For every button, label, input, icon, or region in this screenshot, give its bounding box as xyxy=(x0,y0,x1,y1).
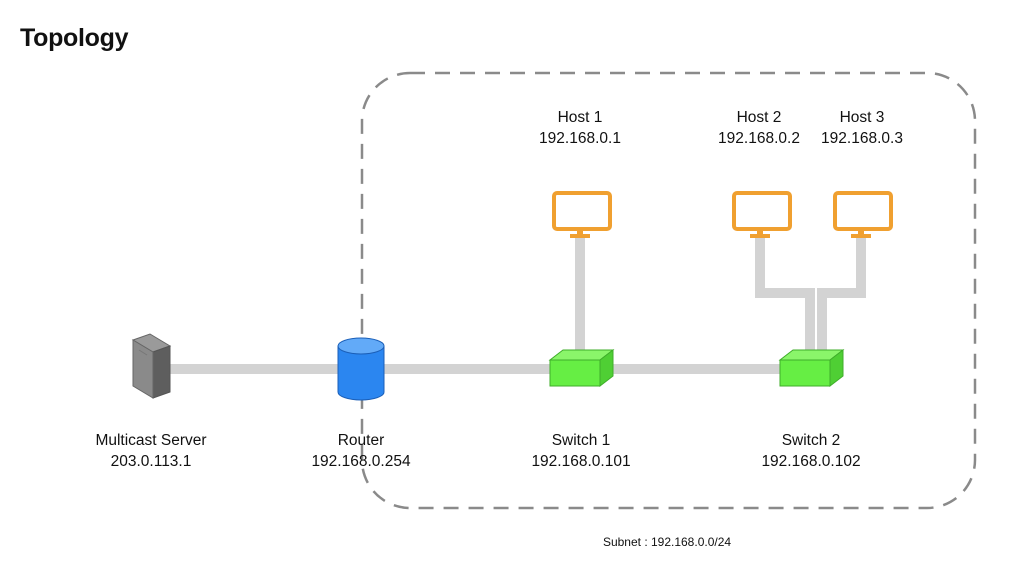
switch2-label: Switch 2 192.168.0.102 xyxy=(761,430,860,472)
router-name: Router xyxy=(337,432,385,449)
links xyxy=(170,238,866,374)
switch1-ip: 192.168.0.101 xyxy=(531,453,631,470)
switch2-name: Switch 2 xyxy=(781,432,841,449)
server-label: Multicast Server 203.0.113.1 xyxy=(95,430,206,472)
switch2-ip: 192.168.0.102 xyxy=(761,453,861,470)
page-title: Topology xyxy=(20,24,129,52)
server-icon[interactable] xyxy=(131,333,172,399)
switch1-label: Switch 1 192.168.0.101 xyxy=(531,430,630,472)
switch2-icon[interactable] xyxy=(778,348,845,388)
subnet-boundary xyxy=(360,71,977,510)
router-icon[interactable] xyxy=(337,337,385,401)
router-ip: 192.168.0.254 xyxy=(311,453,411,470)
host2-label: Host 2 192.168.0.2 xyxy=(718,107,800,149)
link-switch2-host2 xyxy=(755,238,815,350)
router-label: Router 192.168.0.254 xyxy=(311,430,410,472)
host1-ip: 192.168.0.1 xyxy=(539,130,621,147)
server-ip: 203.0.113.1 xyxy=(110,453,192,470)
host3-monitor-icon[interactable] xyxy=(833,191,893,238)
subnet-label: Subnet : 192.168.0.0/24 xyxy=(602,535,732,549)
switch1-icon[interactable] xyxy=(548,348,615,388)
host1-label: Host 1 192.168.0.1 xyxy=(539,107,621,149)
host2-monitor-icon[interactable] xyxy=(732,191,792,238)
switch1-name: Switch 1 xyxy=(551,432,611,449)
host1-monitor-icon[interactable] xyxy=(552,191,612,238)
host2-ip: 192.168.0.2 xyxy=(718,130,800,147)
link-switch2-host3 xyxy=(817,238,866,350)
host2-name: Host 2 xyxy=(736,109,782,126)
host1-name: Host 1 xyxy=(557,109,603,126)
host3-label: Host 3 192.168.0.3 xyxy=(821,107,903,149)
host3-ip: 192.168.0.3 xyxy=(821,130,903,147)
server-name: Multicast Server xyxy=(95,432,207,449)
host3-name: Host 3 xyxy=(839,109,885,126)
